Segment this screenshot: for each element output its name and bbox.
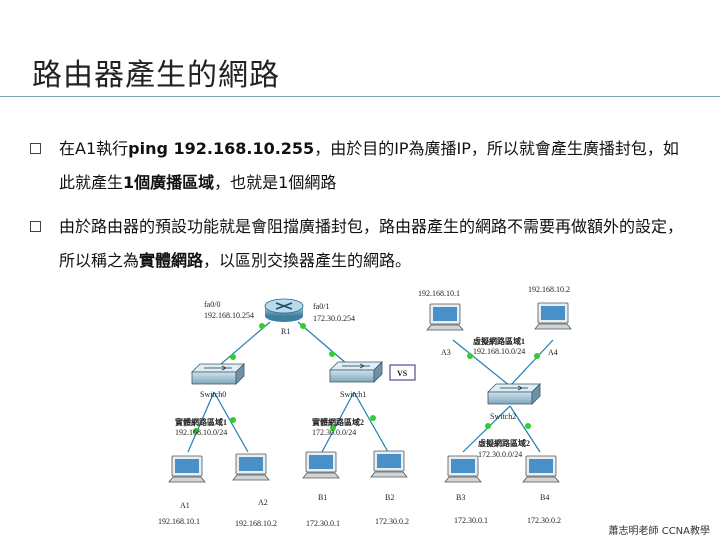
router-ip-right: 172.30.0.254	[313, 314, 355, 323]
host-b2-name: B2	[385, 493, 394, 502]
host-a3-icon[interactable]	[426, 303, 464, 331]
vs-badge	[389, 364, 416, 381]
host-a4-ip: 192.168.10.2	[528, 285, 570, 294]
host-a2-name: A2	[258, 498, 268, 507]
vlan2-net: 172.30.0.0/24	[478, 450, 522, 459]
switch-mid-icon[interactable]	[329, 361, 383, 383]
bullet-2-text: 由於路由器的預設功能就是會阻擋廣播封包，路由器產生的網路不需要再做額外的設定，所…	[59, 210, 689, 278]
switch-left-name: Switch0	[200, 390, 226, 399]
host-b2-icon[interactable]	[370, 450, 408, 478]
bullet-box-icon	[30, 143, 41, 154]
vlan1-label: 虛擬網路區域1	[473, 336, 525, 346]
switch-mid-net: 172.30.0.0/24	[312, 428, 356, 437]
vlan2-label: 虛擬網路區域2	[478, 438, 530, 448]
bullet-1-text: 在A1執行ping 192.168.10.255，由於目的IP為廣播IP，所以就…	[59, 132, 689, 200]
router-name: R1	[281, 327, 290, 336]
bullet-2-part-1: 由於路由器的預設功能就是會阻擋廣播封包，路由器產生的網路不需要再做額外的設定，所…	[59, 217, 684, 270]
switch-mid-name: Switch1	[340, 390, 366, 399]
host-a4-icon[interactable]	[534, 302, 572, 330]
host-b4-ip: 172.30.0.2	[527, 516, 561, 525]
router-port-right: fa0/1	[313, 302, 329, 311]
footer-credit: 蕭志明老師 CCNA教學	[608, 526, 710, 537]
switch-right-icon[interactable]	[487, 383, 541, 405]
bullet-1-part-4: 1個廣播區域	[123, 173, 215, 192]
bullet-box-icon	[30, 221, 41, 232]
host-a2-ip: 192.168.10.2	[235, 519, 277, 528]
host-b2-ip: 172.30.0.2	[375, 517, 409, 526]
host-a1-name: A1	[180, 501, 190, 510]
host-a2-icon[interactable]	[232, 453, 270, 481]
bullet-1-part-5: ，也就是1個網路	[214, 173, 337, 192]
host-a4-name: A4	[548, 348, 558, 357]
bullet-1-part-3: ，由於目的IP為廣播IP，所以就會產生廣播封包，如此就產生	[59, 139, 679, 192]
host-b3-name: B3	[456, 493, 465, 502]
title-divider	[0, 96, 720, 97]
vs-label: VS	[397, 369, 408, 378]
switch-left-net-label: 實體網路區域1	[175, 417, 227, 427]
switch-left-net: 192.168.10.0/24	[175, 428, 227, 437]
bullet-1-part-1: 在A1執行	[59, 139, 129, 158]
switch-left-icon[interactable]	[191, 363, 245, 385]
host-b1-ip: 172.30.0.1	[306, 519, 340, 528]
host-b3-icon[interactable]	[444, 455, 482, 483]
host-b1-name: B1	[318, 493, 327, 502]
slide-title: 路由器產生的網路	[32, 58, 280, 93]
bullet-2-part-3: ，以區別交換器產生的網路。	[203, 251, 412, 270]
bullet-2-part-2: 實體網路	[139, 251, 204, 270]
vlan1-net: 192.168.10.0/24	[473, 347, 525, 356]
router-icon[interactable]	[264, 298, 304, 322]
host-b4-icon[interactable]	[522, 455, 560, 483]
link-status-dots	[193, 323, 540, 434]
host-b4-name: B4	[540, 493, 549, 502]
host-a1-ip: 192.168.10.1	[158, 517, 200, 526]
router-ip-left: 192.168.10.254	[204, 311, 254, 320]
router-port-left: fa0/0	[204, 300, 220, 309]
host-b3-ip: 172.30.0.1	[454, 516, 488, 525]
switch-mid-net-label: 實體網路區域2	[312, 417, 364, 427]
host-b1-icon[interactable]	[302, 451, 340, 479]
host-a3-name: A3	[441, 348, 451, 357]
switch-right-name: Switch2	[490, 412, 516, 421]
host-a1-icon[interactable]	[168, 455, 206, 483]
bullet-1-part-2: ping 192.168.10.255	[128, 139, 315, 158]
host-a3-ip: 192.168.10.1	[418, 289, 460, 298]
